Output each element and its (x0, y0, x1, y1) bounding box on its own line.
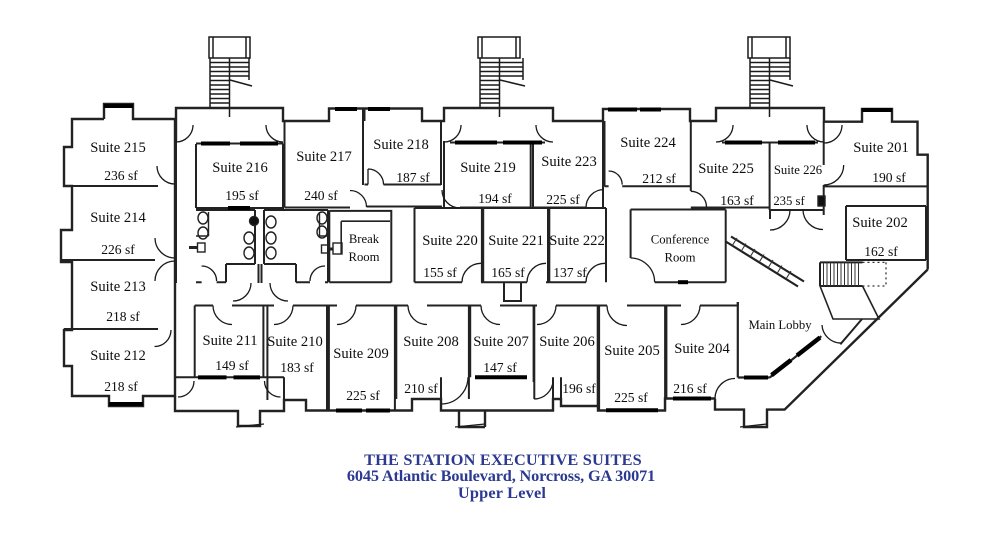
svg-text:Break: Break (349, 232, 380, 246)
svg-text:190 sf: 190 sf (872, 170, 906, 185)
svg-text:183 sf: 183 sf (280, 360, 314, 375)
svg-text:Suite 224: Suite 224 (620, 135, 676, 151)
svg-text:Suite 207: Suite 207 (473, 334, 529, 350)
svg-text:Suite 223: Suite 223 (541, 154, 597, 170)
svg-text:Upper Level: Upper Level (458, 483, 547, 502)
svg-text:Suite 220: Suite 220 (422, 233, 478, 249)
svg-text:Suite 208: Suite 208 (403, 334, 459, 350)
svg-text:Conference: Conference (651, 233, 710, 247)
svg-text:218 sf: 218 sf (104, 379, 138, 394)
svg-text:Room: Room (664, 251, 695, 265)
svg-text:THE STATION EXECUTIVE SUITES: THE STATION EXECUTIVE SUITES (364, 450, 642, 469)
svg-text:194 sf: 194 sf (478, 191, 512, 206)
svg-text:155 sf: 155 sf (423, 265, 457, 280)
svg-text:Suite 218: Suite 218 (373, 137, 429, 153)
svg-text:Suite 205: Suite 205 (604, 343, 660, 359)
svg-text:Suite 214: Suite 214 (90, 210, 146, 226)
svg-text:Main Lobby: Main Lobby (748, 318, 812, 332)
svg-text:6045 Atlantic Boulevard, Norcr: 6045 Atlantic Boulevard, Norcross, GA 30… (347, 466, 655, 485)
svg-text:147 sf: 147 sf (483, 360, 517, 375)
svg-text:Suite 219: Suite 219 (460, 160, 516, 176)
svg-text:Suite 211: Suite 211 (203, 333, 258, 349)
svg-text:Suite 221: Suite 221 (488, 233, 544, 249)
svg-text:218 sf: 218 sf (106, 309, 140, 324)
svg-text:235 sf: 235 sf (773, 194, 805, 208)
svg-text:195 sf: 195 sf (225, 188, 259, 203)
svg-text:Suite 209: Suite 209 (333, 346, 389, 362)
svg-text:149 sf: 149 sf (215, 358, 249, 373)
svg-text:137 sf: 137 sf (553, 265, 587, 280)
svg-text:163 sf: 163 sf (720, 193, 754, 208)
svg-text:Suite 201: Suite 201 (853, 140, 909, 156)
svg-text:240 sf: 240 sf (304, 188, 338, 203)
svg-text:Suite 225: Suite 225 (698, 161, 754, 177)
svg-text:Suite 202: Suite 202 (852, 215, 908, 231)
svg-text:196 sf: 196 sf (562, 381, 596, 396)
svg-text:Suite 212: Suite 212 (90, 348, 146, 364)
svg-text:226 sf: 226 sf (101, 242, 135, 257)
svg-text:165 sf: 165 sf (491, 265, 525, 280)
svg-text:225 sf: 225 sf (614, 390, 648, 405)
svg-text:Suite 210: Suite 210 (267, 334, 323, 350)
svg-text:225 sf: 225 sf (546, 192, 580, 207)
svg-text:212 sf: 212 sf (642, 171, 676, 186)
svg-text:Suite 226: Suite 226 (774, 163, 822, 177)
svg-text:Suite 215: Suite 215 (90, 140, 146, 156)
svg-text:Suite 216: Suite 216 (212, 160, 268, 176)
svg-text:187 sf: 187 sf (396, 170, 430, 185)
svg-text:Suite 213: Suite 213 (90, 279, 146, 295)
svg-text:Suite 206: Suite 206 (539, 334, 595, 350)
svg-text:Suite 222: Suite 222 (549, 233, 605, 249)
svg-text:216 sf: 216 sf (673, 381, 707, 396)
svg-text:Suite 204: Suite 204 (674, 341, 730, 357)
svg-text:Suite 217: Suite 217 (296, 149, 352, 165)
svg-text:225 sf: 225 sf (346, 388, 380, 403)
svg-text:236 sf: 236 sf (104, 168, 138, 183)
svg-text:210 sf: 210 sf (404, 381, 438, 396)
svg-text:Room: Room (348, 250, 379, 264)
svg-text:162 sf: 162 sf (864, 244, 898, 259)
